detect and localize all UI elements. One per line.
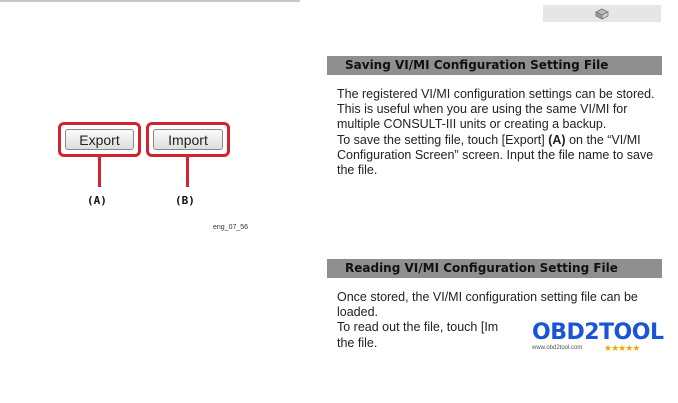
saving-paragraph-3: To save the setting file, touch [Export]…	[337, 133, 663, 179]
import-button-highlight: Import	[146, 122, 230, 157]
reading-paragraph-1: Once stored, the VI/MI configuration set…	[337, 290, 638, 320]
section-body-saving: The registered VI/MI configuration setti…	[337, 87, 663, 178]
saving-paragraph-1: The registered VI/MI configuration setti…	[337, 87, 655, 101]
callout-label-a: (A)	[87, 194, 107, 207]
book-icon	[595, 8, 609, 20]
top-divider	[0, 0, 300, 2]
watermark-url: www.obd2tool.com	[532, 345, 583, 351]
export-button[interactable]: Export	[65, 129, 134, 150]
watermark-brand: OBD2TOOL	[532, 320, 664, 345]
callout-line-a	[98, 157, 101, 187]
callout-label-b: (B)	[175, 194, 195, 207]
reading-paragraph-2: To read out the file, touch [Im	[337, 320, 499, 335]
saving-p3-post: on the “VI/MI Configuration Screen” scre…	[337, 132, 654, 178]
saving-paragraph-2: This is useful when you are using the sa…	[337, 102, 628, 132]
obd2tool-watermark: OBD2TOOL www.obd2tool.com ★★★★★	[526, 320, 666, 356]
saving-p3-ref: (A)	[548, 132, 566, 147]
export-button-highlight: Export	[58, 122, 141, 157]
callout-line-b	[186, 157, 189, 187]
page-corner-tab	[543, 5, 661, 22]
image-caption: eng_07_56	[213, 224, 249, 231]
section-header-saving: Saving VI/MI Configuration Setting File	[327, 56, 662, 75]
section-body-reading: Once stored, the VI/MI configuration set…	[337, 290, 663, 351]
import-button[interactable]: Import	[153, 129, 223, 150]
saving-p3-pre: To save the setting file, touch [Export]	[337, 132, 549, 147]
reading-paragraph-3: the file.	[337, 335, 378, 350]
rating-stars-icon: ★★★★★	[604, 343, 640, 353]
section-header-reading: Reading VI/MI Configuration Setting File	[327, 259, 662, 278]
